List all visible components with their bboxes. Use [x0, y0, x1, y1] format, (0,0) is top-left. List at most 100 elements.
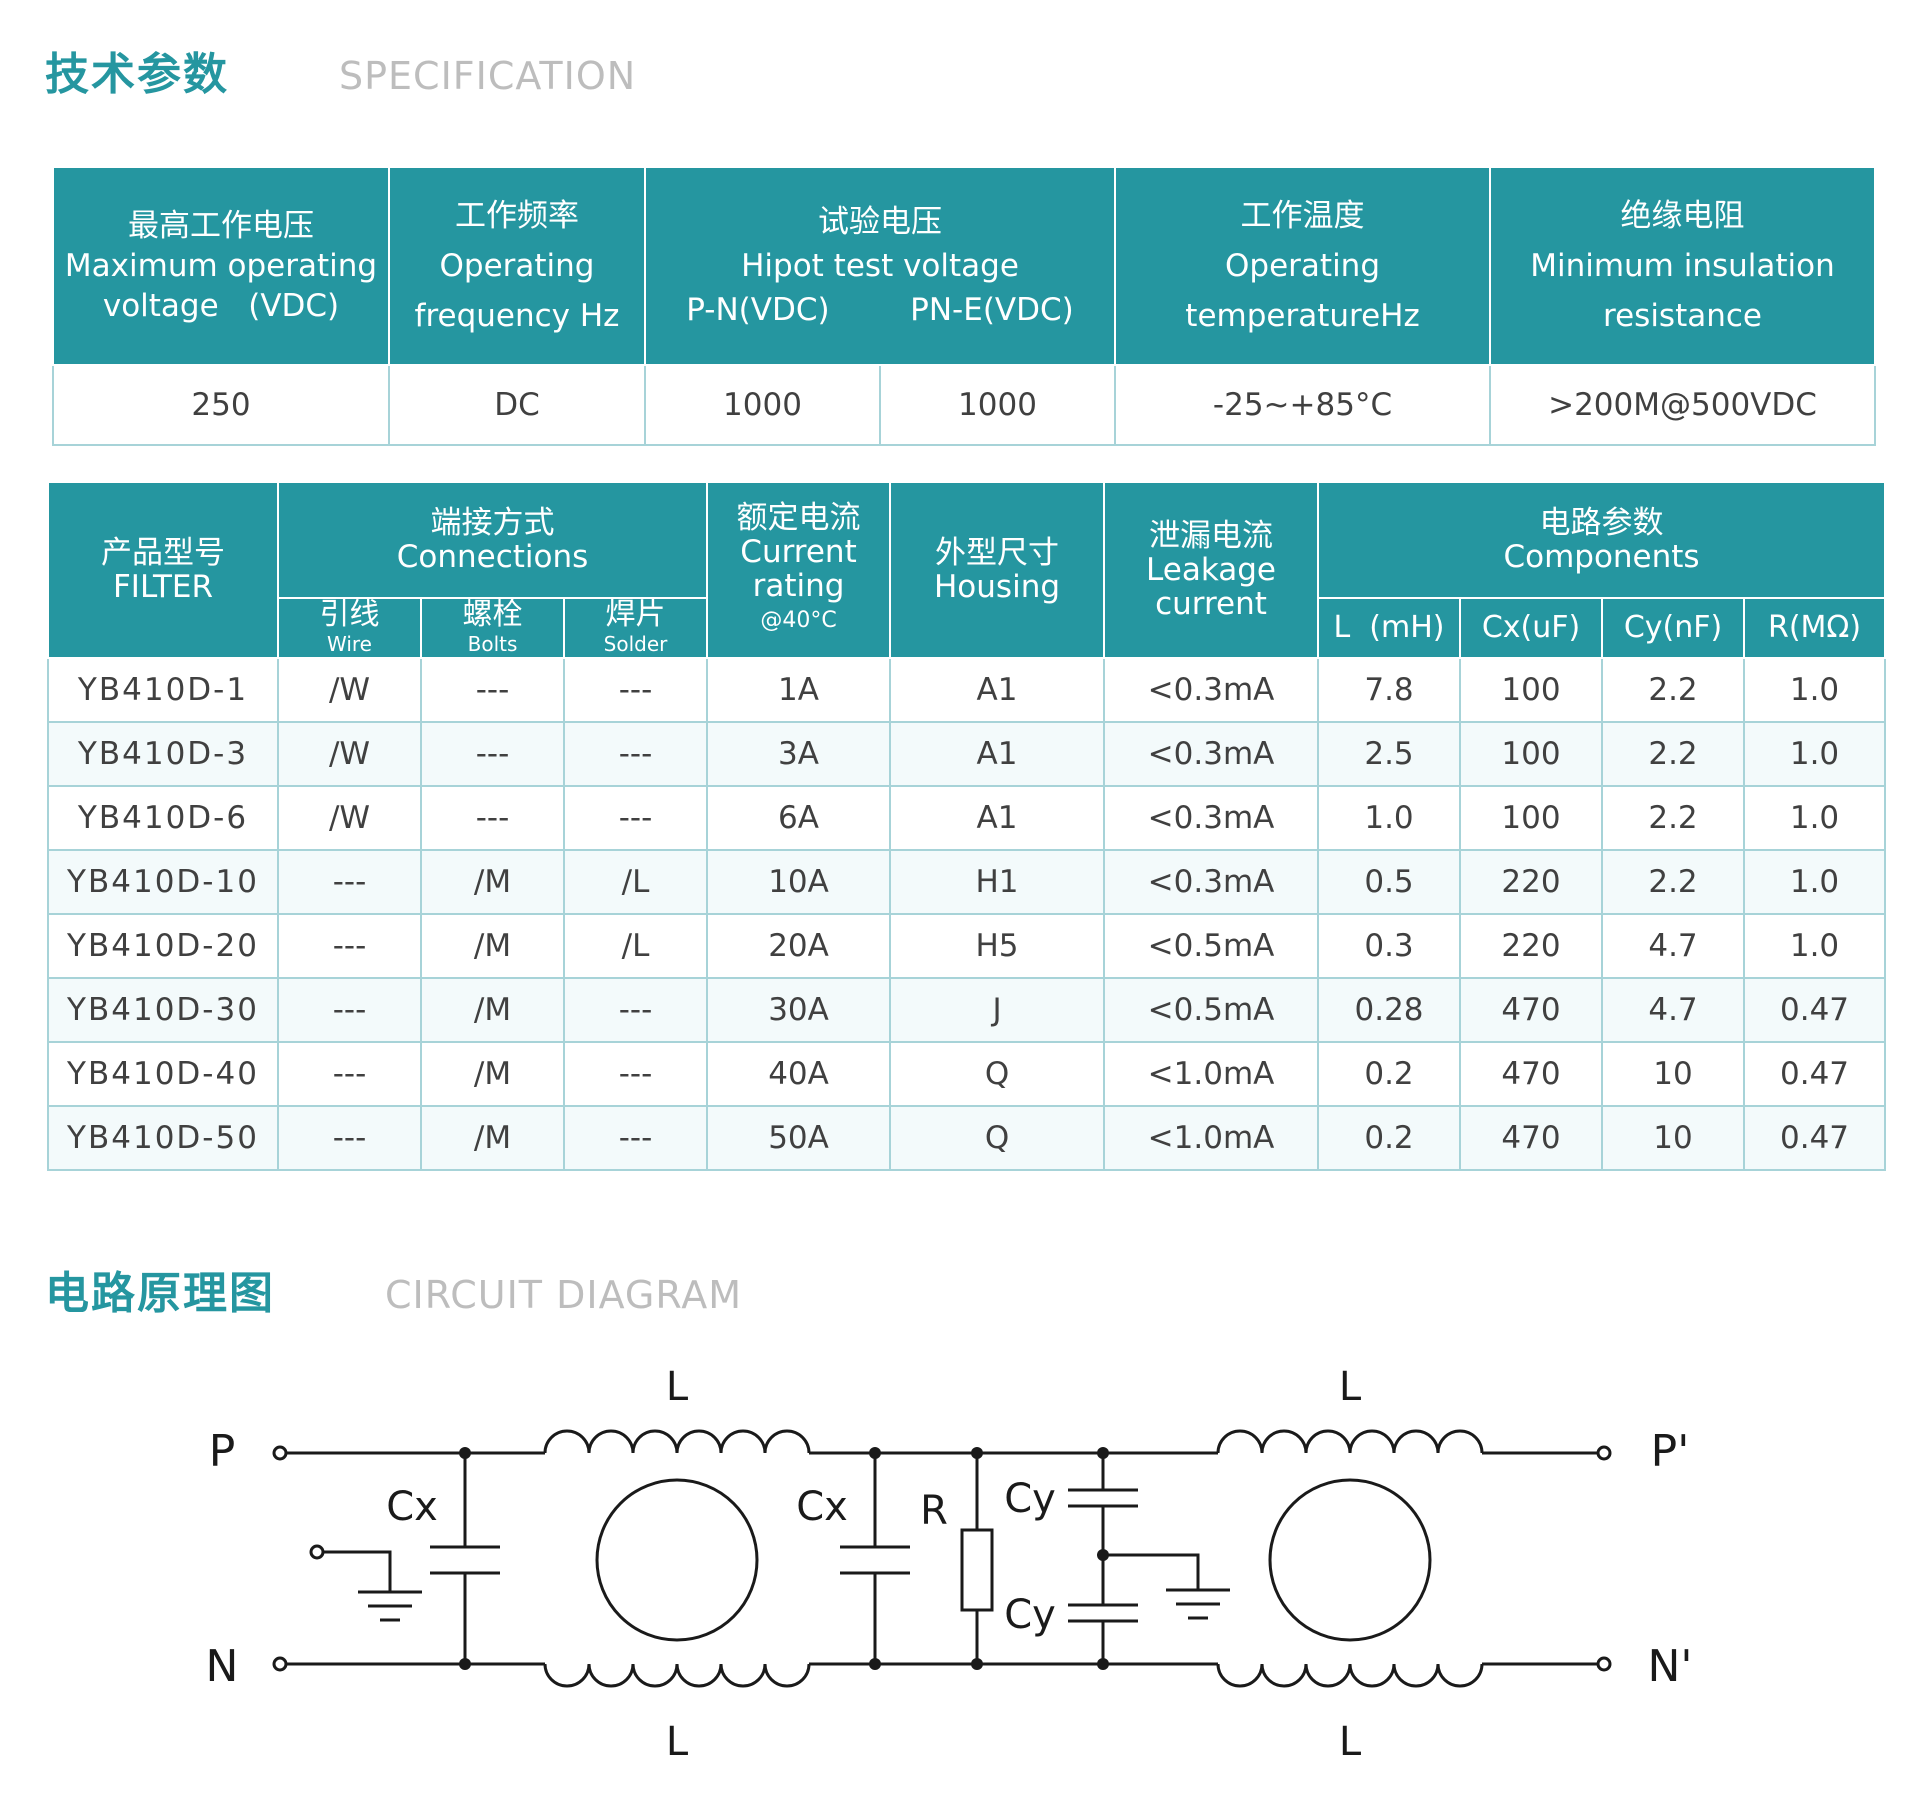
- product-table: 产品型号 FILTER 端接方式 Connections 额定电流 Curren…: [47, 481, 1887, 1171]
- cell-model: YB410D-10: [47, 849, 279, 915]
- circuit-section-title: 电路原理图 CIRCUIT DIAGRAM: [45, 1257, 742, 1321]
- cell-housing: J: [889, 977, 1106, 1043]
- cell-model: YB410D-20: [47, 913, 279, 979]
- header-current: 额定电流 Current rating @40°C: [706, 481, 892, 659]
- header-cn: 电路参数: [1539, 505, 1664, 541]
- hipot-subheaders: P-N(VDC) PN-E(VDC): [646, 288, 1114, 332]
- spec-header-insulation: 绝缘电阻 Minimum insulation resistance: [1489, 166, 1877, 366]
- cell-leakage: <1.0mA: [1103, 1105, 1320, 1171]
- header-en: frequency Hz: [414, 298, 620, 334]
- circuit-title-cn: 电路原理图: [45, 1268, 275, 1319]
- spec-value-frequency: DC: [388, 364, 646, 446]
- header-en: Current: [740, 534, 857, 570]
- header-en: Components: [1503, 539, 1700, 575]
- cell-cx: 220: [1459, 849, 1604, 915]
- header-cy: Cy(nF): [1601, 597, 1746, 659]
- cell-solder: ---: [562, 1041, 709, 1107]
- cell-housing: A1: [889, 721, 1106, 787]
- cell-solder: /L: [562, 849, 709, 915]
- header-en: voltage (VDC): [102, 288, 340, 324]
- cell-l: 0.2: [1317, 1105, 1462, 1171]
- cell-r: 1.0: [1743, 657, 1887, 723]
- cell-wire: /W: [277, 785, 422, 851]
- label-n: N: [206, 1641, 239, 1692]
- circuit-title-en: CIRCUIT DIAGRAM: [385, 1273, 742, 1317]
- header-r: R(MΩ): [1743, 597, 1887, 659]
- cell-bolts: ---: [420, 657, 565, 723]
- header-en: Minimum insulation: [1530, 248, 1835, 284]
- header-en: resistance: [1603, 298, 1762, 334]
- label-l-bottom-right: L: [1339, 1719, 1362, 1765]
- cell-model: YB410D-50: [47, 1105, 279, 1171]
- cell-current: 10A: [706, 849, 892, 915]
- label-cx-left: Cx: [386, 1484, 438, 1530]
- cell-housing: A1: [889, 785, 1106, 851]
- cell-l: 0.28: [1317, 977, 1462, 1043]
- cell-cy: 10: [1601, 1105, 1746, 1171]
- cell-r: 1.0: [1743, 721, 1887, 787]
- cell-leakage: <1.0mA: [1103, 1041, 1320, 1107]
- header-leakage: 泄漏电流 Leakage current: [1103, 481, 1320, 659]
- cell-cx: 470: [1459, 1105, 1604, 1171]
- ground-right-icon: [1103, 1553, 1230, 1620]
- cell-current: 3A: [706, 721, 892, 787]
- cell-wire: ---: [277, 1041, 422, 1107]
- cell-wire: /W: [277, 657, 422, 723]
- cell-wire: ---: [277, 849, 422, 915]
- inductor-bottom-right: [1216, 1663, 1484, 1688]
- label-cy-bottom: Cy: [1004, 1592, 1056, 1638]
- cell-bolts: ---: [420, 721, 565, 787]
- header-wire: 引线 Wire: [277, 597, 422, 659]
- header-en: Housing: [934, 569, 1061, 605]
- cell-housing: H1: [889, 849, 1106, 915]
- spec-value-temperature: -25~+85°C: [1114, 364, 1492, 446]
- spec-value-pne: 1000: [878, 364, 1117, 446]
- cell-cx: 100: [1459, 721, 1604, 787]
- label-l-top-right: L: [1339, 1364, 1362, 1410]
- inductor-top-right: [1216, 1429, 1484, 1454]
- table-row: YB410D-20 --- /M /L 20A H5 <0.5mA 0.3 22…: [47, 913, 1887, 979]
- header-cn: 端接方式: [430, 505, 555, 541]
- cell-wire: /W: [277, 721, 422, 787]
- cell-bolts: /M: [420, 1105, 565, 1171]
- spec-section-title: 技术参数 SPECIFICATION: [45, 38, 636, 102]
- spec-title-en: SPECIFICATION: [339, 54, 637, 98]
- header-en: Operating: [1225, 248, 1381, 284]
- header-note: @40°C: [760, 608, 837, 633]
- cell-solder: ---: [562, 785, 709, 851]
- cell-cy: 10: [1601, 1041, 1746, 1107]
- header-en: temperatureHz: [1185, 298, 1420, 334]
- header-components: 电路参数 Components: [1317, 481, 1887, 599]
- terminal-ground: [309, 1544, 325, 1560]
- spec-value-pn: 1000: [644, 364, 881, 446]
- cell-leakage: <0.5mA: [1103, 913, 1320, 979]
- junction-dots: [459, 1447, 1109, 1670]
- header-pn: P-N(VDC): [686, 292, 830, 328]
- cell-bolts: ---: [420, 785, 565, 851]
- table-row: YB410D-50 --- /M --- 50A Q <1.0mA 0.2 47…: [47, 1105, 1887, 1171]
- header-pne: PN-E(VDC): [910, 292, 1074, 328]
- header-housing: 外型尺寸 Housing: [889, 481, 1106, 659]
- label-n-out: N': [1647, 1641, 1692, 1692]
- product-header-row-1: 产品型号 FILTER 端接方式 Connections 额定电流 Curren…: [47, 481, 1887, 659]
- cell-cy: 4.7: [1601, 977, 1746, 1043]
- cell-cx: 100: [1459, 785, 1604, 851]
- cell-l: 1.0: [1317, 785, 1462, 851]
- cell-solder: /L: [562, 913, 709, 979]
- spec-value-row: 250 DC 1000 1000 -25~+85°C >200M@500VDC: [52, 364, 1877, 446]
- spec-header-hipot: 试验电压 Hipot test voltage P-N(VDC) PN-E(VD…: [643, 166, 1117, 366]
- capacitor-cx-middle: [840, 1453, 910, 1664]
- cell-solder: ---: [562, 721, 709, 787]
- cell-model: YB410D-3: [47, 721, 279, 787]
- cell-leakage: <0.5mA: [1103, 977, 1320, 1043]
- cell-r: 1.0: [1743, 849, 1887, 915]
- cell-bolts: /M: [420, 977, 565, 1043]
- header-en: Solder: [603, 632, 668, 656]
- cell-wire: ---: [277, 1105, 422, 1171]
- cell-l: 7.8: [1317, 657, 1462, 723]
- header-cn: 绝缘电阻: [1620, 198, 1745, 234]
- table-row: YB410D-6 /W --- --- 6A A1 <0.3mA 1.0 100…: [47, 785, 1887, 851]
- label-cx-middle: Cx: [796, 1484, 848, 1530]
- cell-cy: 2.2: [1601, 721, 1746, 787]
- cell-leakage: <0.3mA: [1103, 785, 1320, 851]
